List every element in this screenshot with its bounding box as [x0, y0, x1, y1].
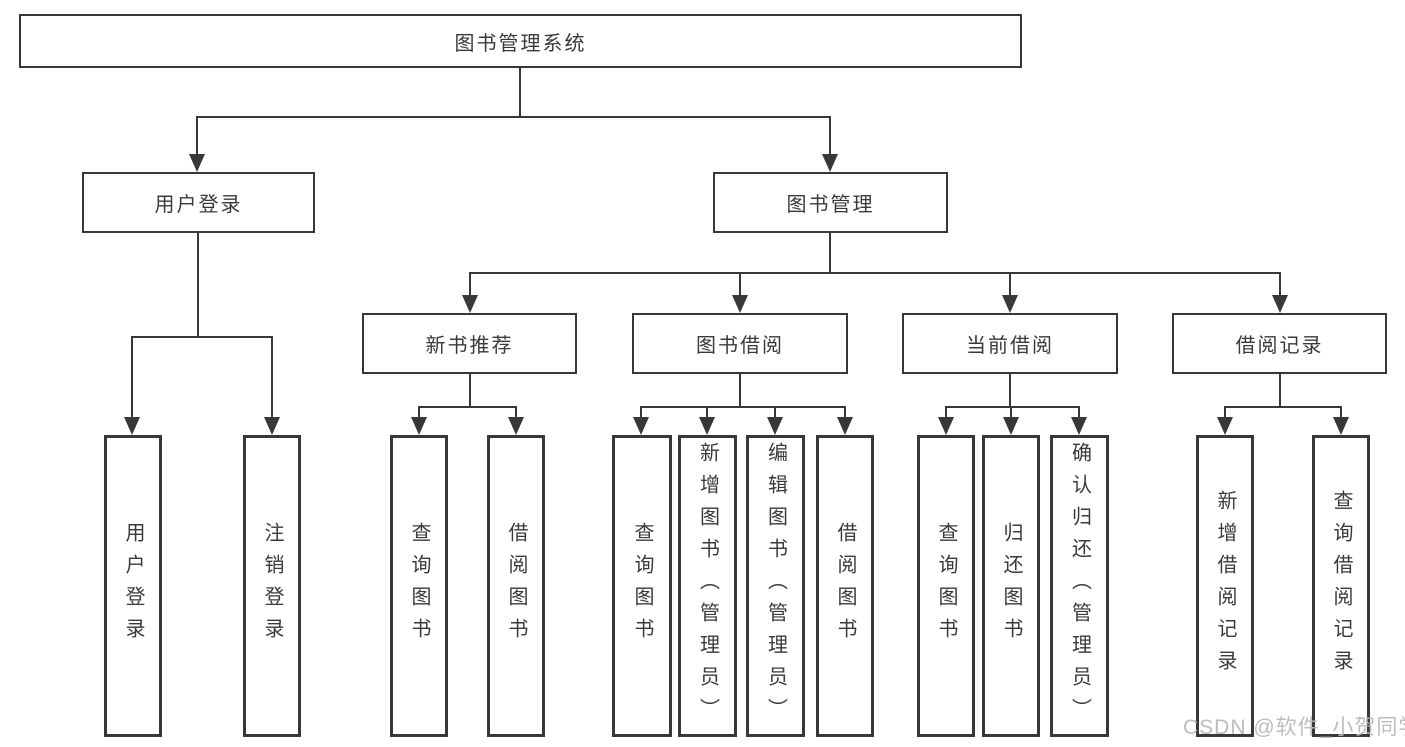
arrowhead-down-icon — [822, 154, 838, 172]
connector-drop — [844, 406, 846, 418]
connector-drop — [1224, 406, 1226, 418]
connector-drop — [945, 406, 947, 418]
connector-drop — [469, 272, 471, 296]
connector-stem — [1279, 373, 1281, 408]
node-root: 图书管理系统 — [19, 14, 1022, 68]
node-new-book-recommend: 新书推荐 — [362, 313, 577, 374]
connector-level3-bus — [469, 272, 1281, 274]
node-book-management: 图书管理 — [713, 172, 948, 233]
arrowhead-down-icon — [462, 295, 478, 313]
arrowhead-down-icon — [837, 417, 853, 435]
connector-drop — [196, 116, 198, 156]
leaf-query-book-borrow-label: 查询图书 — [631, 522, 653, 650]
leaf-query-borrow-record-label: 查询借阅记录 — [1330, 490, 1352, 682]
leaf-return-book: 归还图书 — [982, 435, 1040, 737]
connector-drop — [131, 336, 133, 418]
arrowhead-down-icon — [1333, 417, 1349, 435]
connector-level1-bus — [196, 116, 831, 118]
connector-drop — [515, 406, 517, 418]
node-user-login-group-label: 用户登录 — [154, 194, 243, 216]
connector-drop — [1078, 406, 1080, 418]
arrowhead-down-icon — [938, 417, 954, 435]
leaf-query-book-recommend-label: 查询图书 — [408, 522, 430, 650]
node-user-login-group: 用户登录 — [82, 172, 315, 233]
connector-drop — [640, 406, 642, 418]
connector-bus — [640, 406, 846, 408]
arrowhead-down-icon — [411, 417, 427, 435]
arrowhead-down-icon — [264, 417, 280, 435]
connector-drop — [1010, 406, 1012, 418]
connector-root-stem — [519, 67, 521, 117]
leaf-user-login-label: 用户登录 — [122, 522, 144, 650]
leaf-add-book-admin: 新增图书（管理员） — [678, 435, 737, 737]
arrowhead-down-icon — [699, 417, 715, 435]
arrowhead-down-icon — [189, 154, 205, 172]
connector-user-login-bus — [131, 336, 273, 338]
connector-stem — [469, 373, 471, 408]
connector-drop — [271, 336, 273, 418]
node-borrow-records-label: 借阅记录 — [1235, 335, 1324, 357]
node-current-borrow: 当前借阅 — [902, 313, 1118, 374]
arrowhead-down-icon — [1217, 417, 1233, 435]
leaf-edit-book-admin-label: 编辑图书（管理员） — [764, 442, 787, 730]
connector-drop — [1340, 406, 1342, 418]
leaf-query-book-current-label: 查询图书 — [935, 522, 957, 650]
connector-drop — [1279, 272, 1281, 296]
connector-drop — [829, 116, 831, 156]
connector-drop — [706, 406, 708, 418]
arrowhead-down-icon — [767, 417, 783, 435]
leaf-query-book-borrow: 查询图书 — [612, 435, 672, 737]
connector-drop — [774, 406, 776, 418]
leaf-borrow-book-recommend-label: 借阅图书 — [505, 522, 527, 650]
leaf-return-book-label: 归还图书 — [1000, 522, 1022, 650]
leaf-query-book-recommend: 查询图书 — [390, 435, 448, 737]
leaf-query-book-current: 查询图书 — [917, 435, 975, 737]
leaf-add-borrow-record: 新增借阅记录 — [1196, 435, 1254, 737]
node-current-borrow-label: 当前借阅 — [966, 335, 1054, 357]
leaf-edit-book-admin: 编辑图书（管理员） — [746, 435, 805, 737]
arrowhead-down-icon — [1272, 295, 1288, 313]
connector-bus — [1224, 406, 1342, 408]
connector-bus — [418, 406, 517, 408]
arrowhead-down-icon — [1002, 295, 1018, 313]
connector-user-login-stem — [197, 232, 199, 337]
arrowhead-down-icon — [633, 417, 649, 435]
watermark: CSDN @软件_小贺同学 — [1183, 716, 1405, 739]
leaf-add-borrow-record-label: 新增借阅记录 — [1214, 490, 1236, 682]
node-book-management-label: 图书管理 — [786, 194, 875, 216]
leaf-user-login: 用户登录 — [104, 435, 162, 737]
node-book-borrow-label: 图书借阅 — [696, 335, 784, 357]
leaf-logout: 注销登录 — [243, 435, 301, 737]
connector-stem — [1009, 373, 1011, 408]
connector-drop — [1009, 272, 1011, 296]
arrowhead-down-icon — [1003, 417, 1019, 435]
leaf-add-book-admin-label: 新增图书（管理员） — [696, 442, 719, 730]
arrowhead-down-icon — [124, 417, 140, 435]
leaf-confirm-return-admin-label: 确认归还（管理员） — [1068, 442, 1091, 730]
node-root-label: 图书管理系统 — [454, 32, 587, 55]
connector-bus — [945, 406, 1080, 408]
arrowhead-down-icon — [1071, 417, 1087, 435]
leaf-borrow-book-borrow: 借阅图书 — [816, 435, 874, 737]
arrowhead-down-icon — [508, 417, 524, 435]
leaf-query-borrow-record: 查询借阅记录 — [1312, 435, 1370, 737]
connector-book-mgmt-stem — [829, 232, 831, 274]
leaf-borrow-book-borrow-label: 借阅图书 — [834, 522, 856, 650]
node-book-borrow: 图书借阅 — [632, 313, 848, 374]
arrowhead-down-icon — [732, 295, 748, 313]
leaf-logout-label: 注销登录 — [261, 522, 283, 650]
connector-stem — [739, 373, 741, 408]
node-new-book-recommend-label: 新书推荐 — [425, 335, 514, 357]
connector-drop — [418, 406, 420, 418]
node-borrow-records: 借阅记录 — [1172, 313, 1387, 374]
connector-drop — [739, 272, 741, 296]
leaf-confirm-return-admin: 确认归还（管理员） — [1050, 435, 1109, 737]
leaf-borrow-book-recommend: 借阅图书 — [487, 435, 545, 737]
